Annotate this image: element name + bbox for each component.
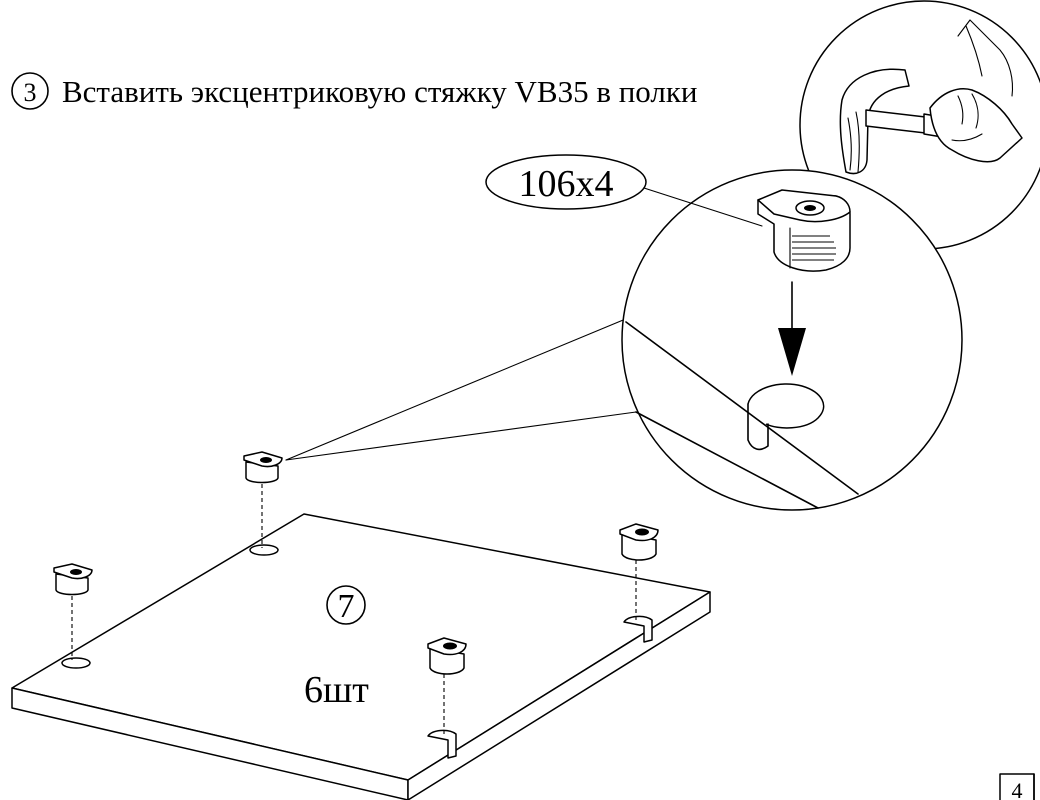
step-header: 3 Вставить эксцентриковую стяжку VB35 в … [11,72,698,110]
zoom-panel-edge-bottom [635,411,819,509]
shelf-front-face [11,687,409,800]
quantity-callout: 106x4 [485,154,763,227]
step-title: Вставить эксцентриковую стяжку VB35 в по… [62,74,698,109]
page-number: 4 [1012,778,1023,800]
hand-icon [929,19,1023,163]
callout-line-lower [285,411,637,461]
step-number-circle [11,72,49,110]
cam-lock-fitting-icon [757,189,851,272]
shelf-hole [249,544,279,556]
step-number: 3 [24,78,37,107]
fitting-middle [427,637,467,734]
part-number-circle [326,585,366,625]
shelf-hole [61,657,91,669]
page-number-box: 4 [999,773,1035,800]
callout-line-upper [285,317,629,461]
zoom-panel-edge-top [625,321,859,495]
quantity-label: 106x4 [519,163,614,205]
quantity-leader-line [643,187,763,227]
part-number: 7 [338,588,355,625]
shelf-count: 6шт [304,669,369,711]
fitting-right [619,523,659,620]
fitting-top [243,451,283,548]
shelf-right-face [407,591,711,800]
shelf-edge-hole [427,729,457,759]
shelf-edge-hole [623,615,653,643]
fitting-left [53,563,93,660]
zoom-hole [747,383,825,451]
insert-arrow-icon [778,281,806,376]
shelf-panel: 7 6шт [11,513,711,800]
shelf-top-face [11,513,711,781]
zoom-detail [621,169,963,511]
quantity-ellipse [485,154,647,210]
